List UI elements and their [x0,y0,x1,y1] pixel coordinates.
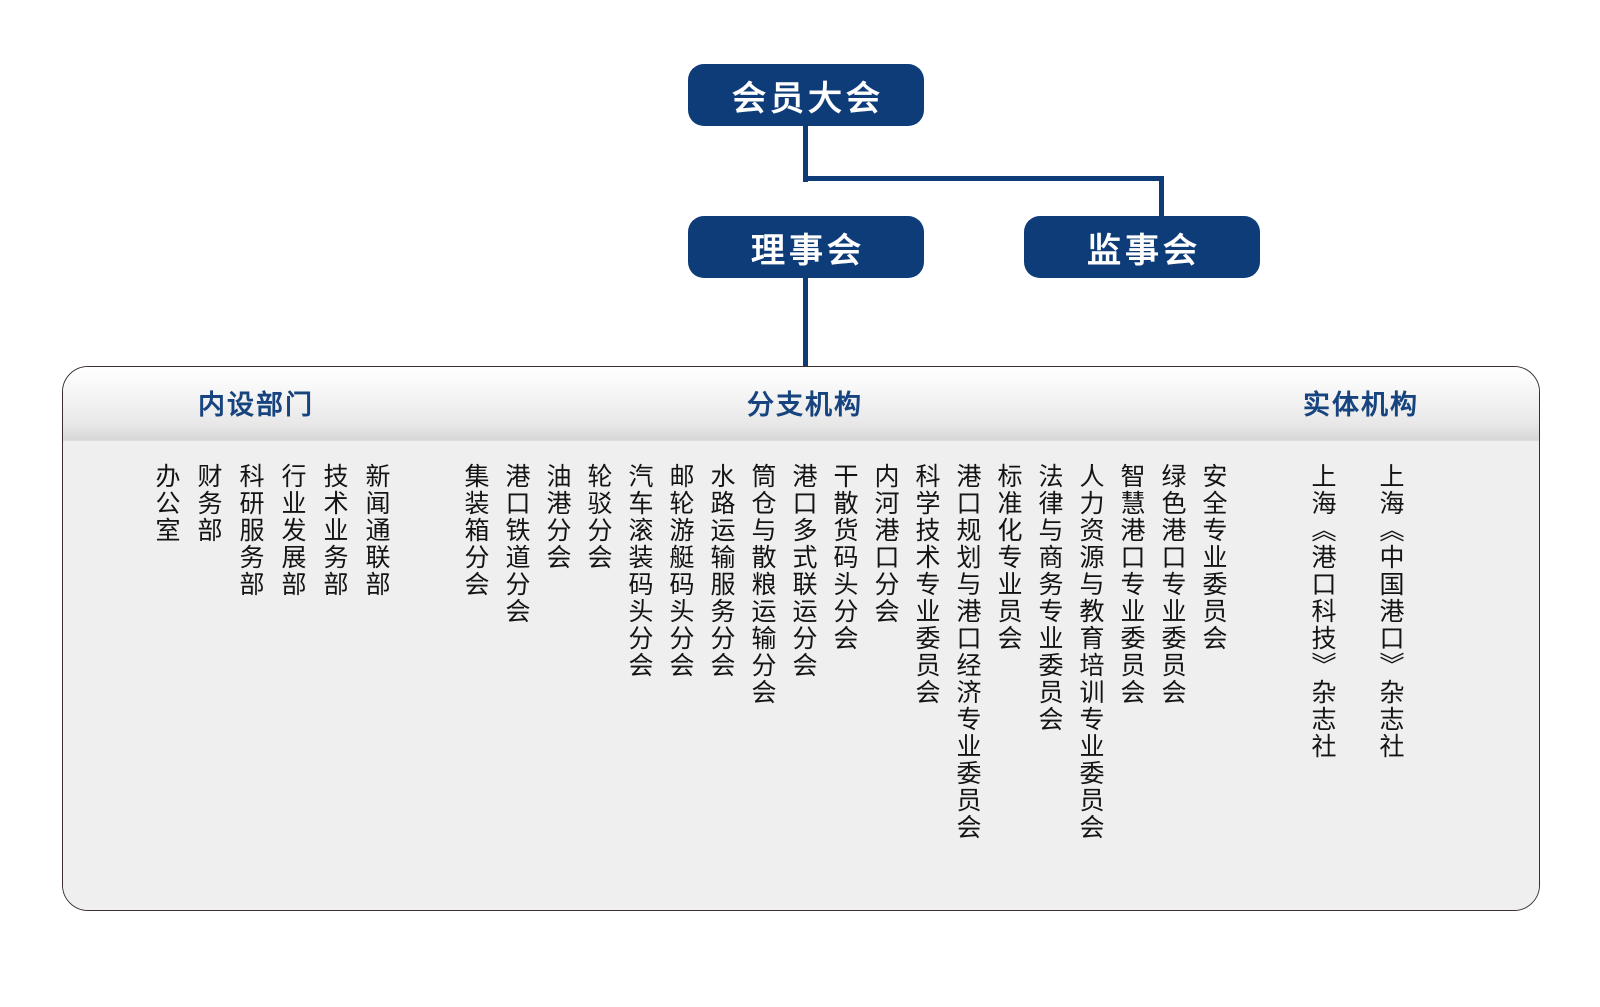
branch-organization-2[interactable]: 智慧港口专业委员会 [1117,463,1146,706]
panel-body: 新闻通联部技术业务部行业发展部科研服务部财务部办公室 安全专业委员会绿色港口专业… [63,441,1539,910]
branch-organization-6[interactable]: 港口规划与港口经济专业委员会 [953,463,982,841]
entity-organizations-list: 上海《中国港口》杂志社 上海《港口科技》杂志社 [1268,463,1405,760]
header-entity-organizations: 实体机构 [1303,390,1419,421]
branch-organization-18[interactable]: 集装箱分会 [461,463,490,598]
internal-department-0[interactable]: 新闻通联部 [362,463,391,598]
node-general-assembly[interactable]: 会员大会 [688,64,924,126]
internal-department-5[interactable]: 办公室 [152,463,181,544]
entity-organization-1[interactable]: 上海《港口科技》杂志社 [1308,463,1337,760]
internal-departments-list: 新闻通联部技术业务部行业发展部科研服务部财务部办公室 [138,463,391,598]
connector-supervisory-down [1159,176,1164,220]
node-supervisory-board[interactable]: 监事会 [1024,216,1260,278]
internal-department-1[interactable]: 技术业务部 [320,463,349,598]
header-branch-organizations: 分支机构 [747,390,863,421]
connector-horizontal-branch [803,176,1164,181]
branch-organization-10[interactable]: 港口多式联运分会 [789,463,818,679]
branch-organization-16[interactable]: 油港分会 [543,463,572,571]
branch-organization-14[interactable]: 汽车滚装码头分会 [625,463,654,679]
branch-organization-3[interactable]: 人力资源与教育培训专业委员会 [1076,463,1105,841]
branch-organization-13[interactable]: 邮轮游艇码头分会 [666,463,695,679]
entity-organization-0[interactable]: 上海《中国港口》杂志社 [1376,463,1405,760]
header-internal-departments: 内设部门 [198,390,314,421]
branch-organization-1[interactable]: 绿色港口专业委员会 [1158,463,1187,706]
branch-organization-4[interactable]: 法律与商务专业委员会 [1035,463,1064,733]
branch-organization-8[interactable]: 内河港口分会 [871,463,900,625]
branch-organization-7[interactable]: 科学技术专业委员会 [912,463,941,706]
connector-council-to-panel [803,276,808,368]
internal-department-2[interactable]: 行业发展部 [278,463,307,598]
panel-header-band: 内设部门 分支机构 实体机构 [63,367,1539,441]
organization-panel: 内设部门 分支机构 实体机构 新闻通联部技术业务部行业发展部科研服务部财务部办公… [62,366,1540,911]
internal-department-4[interactable]: 财务部 [194,463,223,544]
branch-organization-17[interactable]: 港口铁道分会 [502,463,531,625]
node-council[interactable]: 理事会 [688,216,924,278]
branch-organization-15[interactable]: 轮驳分会 [584,463,613,571]
connector-assembly-down [803,124,808,182]
branch-organization-12[interactable]: 水路运输服务分会 [707,463,736,679]
branch-organization-0[interactable]: 安全专业委员会 [1199,463,1228,652]
branch-organization-5[interactable]: 标准化专业员会 [994,463,1023,652]
branch-organization-11[interactable]: 筒仓与散粮运输分会 [748,463,777,706]
branch-organization-9[interactable]: 干散货码头分会 [830,463,859,652]
internal-department-3[interactable]: 科研服务部 [236,463,265,598]
branch-organizations-list: 安全专业委员会绿色港口专业委员会智慧港口专业委员会人力资源与教育培训专业委员会法… [448,463,1228,841]
